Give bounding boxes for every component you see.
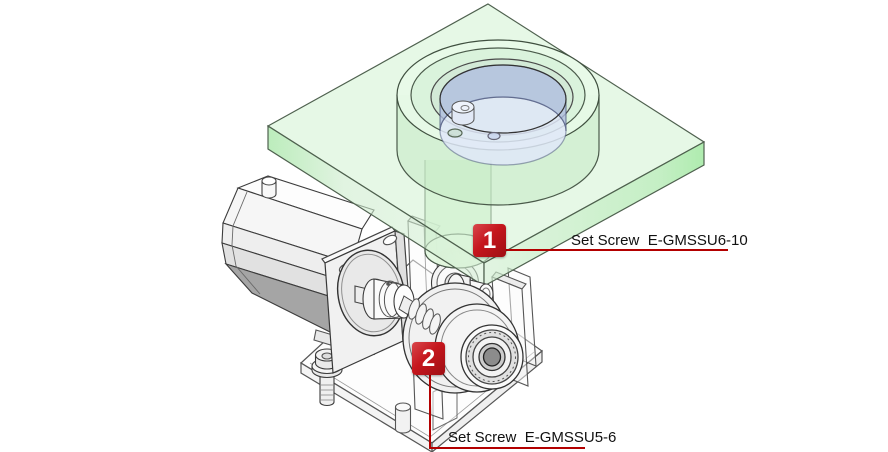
callout-2-label: Set Screw E-GMSSU5-6	[448, 429, 617, 446]
callout-1-number: 1	[482, 227, 497, 254]
motor-connector	[261, 176, 277, 199]
callout-1-leader-line	[500, 249, 728, 251]
bearing-assembly	[402, 282, 524, 394]
rotary-ring	[396, 39, 600, 206]
callout-1-label: Set Screw E-GMSSU6-10	[571, 232, 748, 249]
callout-2-leader-line-horizontal	[429, 447, 585, 449]
worm-ribs	[408, 298, 441, 335]
callout-2-leader-line-vertical	[429, 373, 431, 449]
callout-2-number: 2	[421, 345, 436, 372]
callout-1-badge[interactable]: 1	[473, 224, 506, 257]
index-pin	[451, 100, 475, 126]
dowel-pin	[394, 402, 412, 434]
callout-2-badge[interactable]: 2	[412, 342, 445, 375]
